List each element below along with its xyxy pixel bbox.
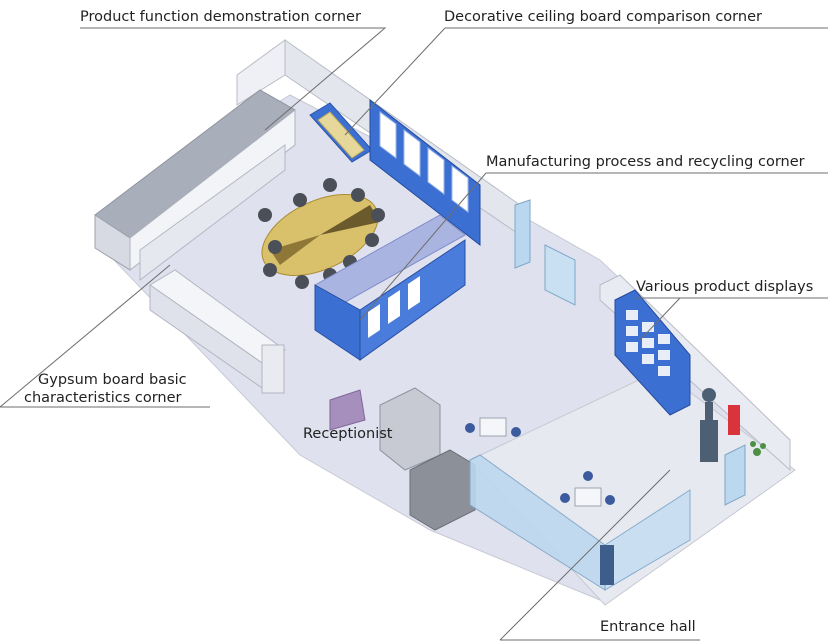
ceiling-board-samples	[317, 111, 365, 159]
reception-back-panel	[329, 389, 366, 431]
display-case	[600, 545, 614, 585]
small-table-1	[479, 417, 507, 437]
statue-icon	[700, 388, 718, 462]
entrance-glass-door	[724, 444, 746, 506]
small-table-2	[574, 487, 602, 507]
shelf-cabinets	[139, 144, 286, 282]
label-various-products: Various product displays	[636, 279, 814, 295]
glass-panel-1	[514, 199, 531, 269]
reception-block	[409, 449, 476, 531]
leader-manufacturing-diag	[359, 172, 487, 321]
label-gypsum-line2: characteristics corner	[24, 390, 182, 406]
product-display-rack	[614, 289, 691, 416]
leader-lines	[0, 27, 828, 641]
pedestal	[261, 344, 285, 394]
label-manufacturing: Manufacturing process and recycling corn…	[486, 154, 805, 170]
chair-icon	[465, 423, 615, 505]
plant-icon	[750, 441, 766, 456]
glass-panel-2	[544, 244, 576, 306]
label-receptionist: Receptionist	[303, 426, 393, 442]
leader-various-products-diag	[639, 297, 681, 341]
blue-display-wall	[369, 98, 481, 247]
display-panel-icon	[626, 310, 670, 376]
leader-product-function	[80, 27, 387, 131]
leader-decorative-ceiling-diag	[344, 27, 446, 136]
label-product-function: Product function demonstration corner	[80, 9, 361, 25]
label-decorative-ceiling: Decorative ceiling board comparison corn…	[444, 9, 762, 25]
red-sign	[728, 405, 740, 435]
leader-entrance-diag	[499, 469, 671, 641]
label-entrance-hall: Entrance hall	[600, 619, 696, 635]
booth-screens	[368, 276, 420, 338]
leader-gypsum-diag	[0, 264, 171, 408]
display-screens	[379, 111, 469, 213]
label-gypsum-line1: Gypsum board basic	[38, 372, 187, 388]
